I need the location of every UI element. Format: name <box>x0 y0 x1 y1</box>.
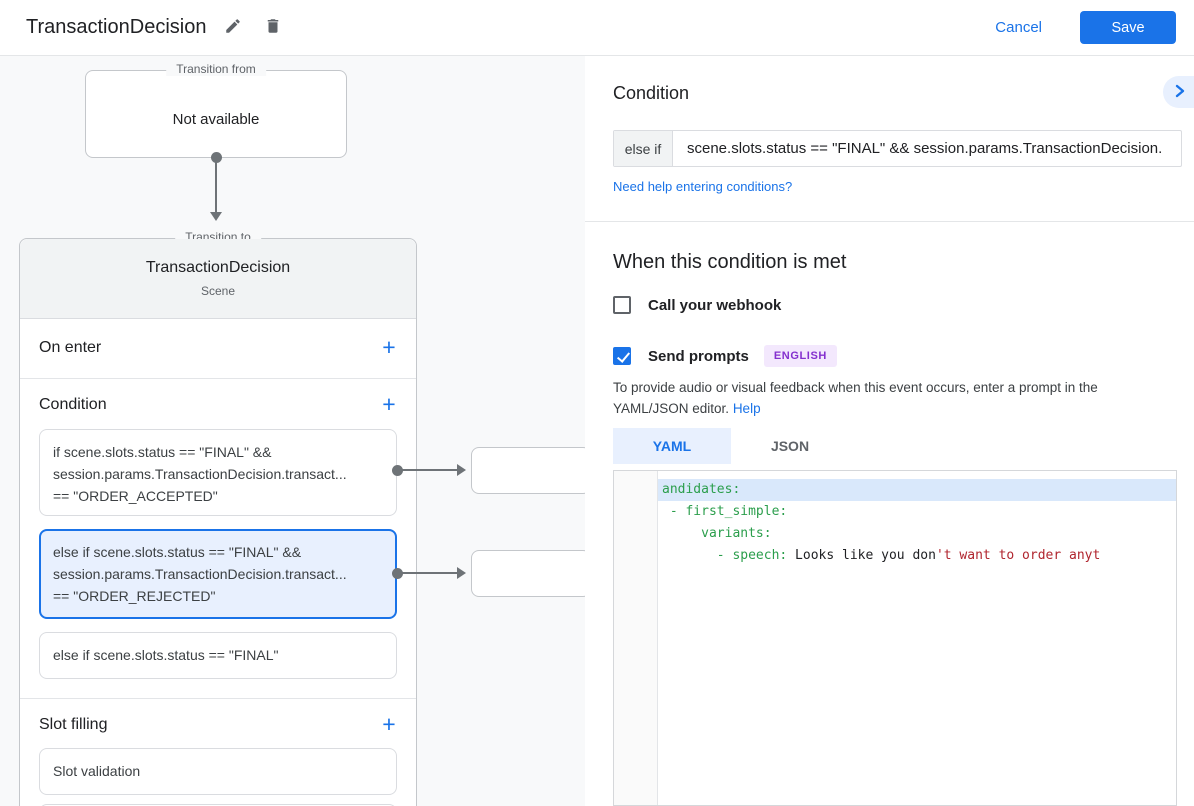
section-divider <box>20 378 416 379</box>
add-condition-button[interactable]: + <box>377 392 401 416</box>
page-title: TransactionDecision <box>26 16 207 38</box>
collapse-panel-button[interactable] <box>1163 76 1194 108</box>
editor-line: 5 <box>614 567 1176 589</box>
condition-card-rejected-selected[interactable]: else if scene.slots.status == "FINAL" &&… <box>39 529 397 619</box>
pencil-icon <box>224 17 242 38</box>
prompt-description: To provide audio or visual feedback when… <box>613 377 1173 419</box>
condition-text: else if scene.slots.status == "FINAL" <box>53 647 279 663</box>
on-enter-label: On enter <box>39 339 102 356</box>
arrow-down-icon <box>210 212 222 221</box>
flow-canvas: Transition from Not available Transition… <box>0 56 591 806</box>
transition-to-card: Transition to TransactionDecision Scene … <box>19 230 417 806</box>
code-line[interactable] <box>658 567 1176 589</box>
connector-dot[interactable] <box>392 568 403 579</box>
top-bar: TransactionDecision Cancel Save <box>0 0 1194 56</box>
section-divider <box>20 698 416 699</box>
code-line[interactable]: - speech: Looks like you don't want to o… <box>658 545 1176 567</box>
code-segment: andidates: <box>662 482 741 497</box>
language-badge: ENGLISH <box>763 345 837 367</box>
when-condition-title: When this condition is met <box>613 251 847 273</box>
condition-text: if scene.slots.status == "FINAL" && <box>53 444 272 460</box>
panel-divider <box>585 221 1194 222</box>
editor-line: ▾3 variants: <box>614 523 1176 545</box>
yaml-code-editor[interactable]: ▾1andidates:▾2 - first_simple:▾3 variant… <box>613 470 1177 806</box>
editor-tabs: YAML JSON <box>613 428 849 464</box>
send-prompts-checkbox[interactable] <box>613 347 631 365</box>
condition-card-final[interactable]: else if scene.slots.status == "FINAL" <box>39 632 397 679</box>
send-prompts-label: Send prompts <box>648 347 749 365</box>
tab-yaml[interactable]: YAML <box>613 428 731 464</box>
condition-text: == "ORDER_ACCEPTED" <box>53 488 218 504</box>
add-on-enter-button[interactable]: + <box>377 335 401 359</box>
editor-gutter <box>614 471 658 805</box>
description-text: To provide audio or visual feedback when… <box>613 380 1098 416</box>
slot-validation-card[interactable]: Slot validation <box>39 748 397 795</box>
transition-from-value: Not available <box>172 111 260 128</box>
trash-icon <box>264 17 282 38</box>
arrow-right-icon <box>457 464 466 476</box>
condition-text: == "ORDER_REJECTED" <box>53 588 216 604</box>
condition-help-link[interactable]: Need help entering conditions? <box>613 179 793 194</box>
condition-prefix-label: else if <box>614 131 673 166</box>
webhook-label: Call your webhook <box>648 296 782 314</box>
scene-subtitle: Scene <box>200 284 236 298</box>
transition-target-box[interactable] <box>471 447 591 494</box>
webhook-row: Call your webhook <box>613 296 781 314</box>
transition-from-legend: Transition from <box>166 62 266 76</box>
editor-line: ▾2 - first_simple: <box>614 501 1176 523</box>
condition-section-label: Condition <box>39 396 107 413</box>
add-slot-button[interactable]: + <box>377 712 401 736</box>
editor-line: ▾1andidates: <box>614 479 1176 501</box>
webhook-checkbox[interactable] <box>613 296 631 314</box>
send-prompts-row: Send prompts ENGLISH <box>613 345 837 367</box>
slot-filling-label: Slot filling <box>39 716 108 733</box>
code-segment: 't want to order anyt <box>935 548 1101 563</box>
condition-text: else if scene.slots.status == "FINAL" && <box>53 544 302 560</box>
transition-target-box[interactable] <box>471 550 591 597</box>
help-link[interactable]: Help <box>732 401 761 416</box>
panel-title: Condition <box>613 83 690 103</box>
scene-title: TransactionDecision <box>145 259 291 276</box>
code-line[interactable]: variants: <box>658 523 1176 545</box>
transition-from-box[interactable]: Transition from Not available <box>85 62 347 158</box>
tab-json[interactable]: JSON <box>770 438 810 454</box>
connector-dot[interactable] <box>211 152 222 163</box>
cancel-button[interactable]: Cancel <box>995 19 1042 36</box>
condition-expression-input[interactable] <box>673 131 1181 166</box>
condition-detail-panel: Condition else if Need help entering con… <box>585 56 1194 806</box>
condition-text: session.params.TransactionDecision.trans… <box>53 566 347 582</box>
editor-line: 4 - speech: Looks like you don't want to… <box>614 545 1176 567</box>
code-line[interactable]: - first_simple: <box>658 501 1176 523</box>
connector-dot[interactable] <box>392 465 403 476</box>
connector-line <box>215 160 217 212</box>
code-segment: - speech: <box>662 548 788 563</box>
code-segment: variants: <box>662 526 772 541</box>
condition-card-accepted[interactable]: if scene.slots.status == "FINAL" && sess… <box>39 429 397 516</box>
scene-header[interactable]: TransactionDecision Scene <box>20 239 416 319</box>
slot-card-text: Slot validation <box>53 763 141 779</box>
save-button[interactable]: Save <box>1080 11 1176 44</box>
arrow-right-icon <box>457 567 466 579</box>
edit-scene-button[interactable] <box>216 11 250 45</box>
code-segment: - first_simple: <box>662 504 788 519</box>
code-segment: Looks like you don <box>787 548 936 563</box>
delete-scene-button[interactable] <box>256 11 290 45</box>
condition-text: session.params.TransactionDecision.trans… <box>53 466 347 482</box>
chevron-right-icon <box>1163 84 1186 101</box>
condition-expression-group: else if <box>613 130 1182 167</box>
connector-line <box>402 572 457 574</box>
connector-line <box>402 469 457 471</box>
code-line[interactable]: andidates: <box>658 479 1176 501</box>
